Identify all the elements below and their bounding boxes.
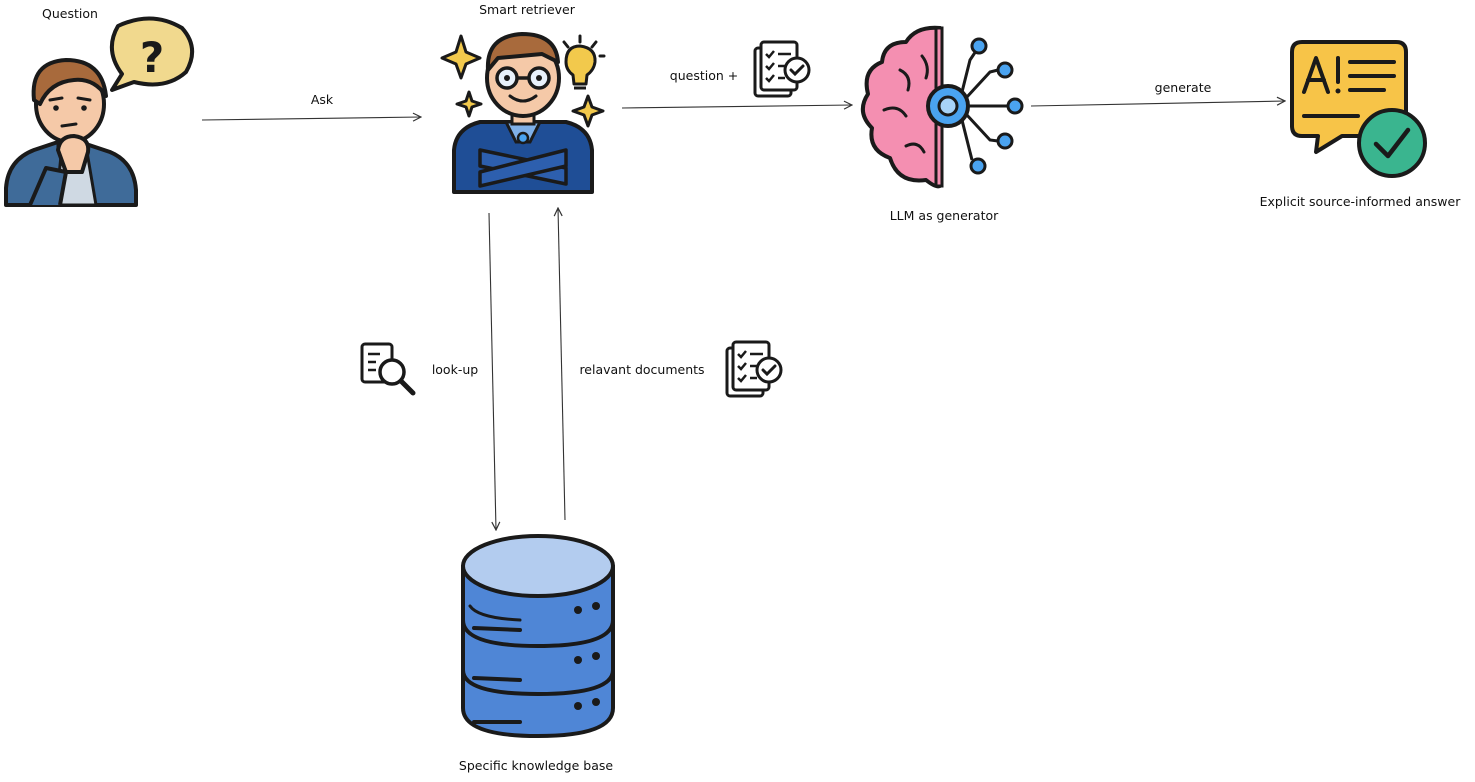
- ai-brain-icon: [860, 25, 1024, 189]
- generate-edge-label: generate: [1155, 80, 1212, 95]
- lookup-edge-label: look-up: [432, 362, 478, 377]
- document-checklist-icon: [725, 340, 783, 398]
- ask-edge-label: Ask: [311, 92, 334, 107]
- svg-text:?: ?: [140, 33, 164, 82]
- relevant-docs-edge-label: relavant documents: [579, 362, 704, 377]
- relevant-docs-arrow: [558, 208, 566, 521]
- question-plus-docs-arrow: [621, 105, 852, 108]
- document-checklist-icon: [753, 40, 811, 98]
- smart-retriever-person-icon: [440, 32, 606, 194]
- question-plus-edge-label: question +: [670, 68, 738, 83]
- database-icon: [461, 534, 615, 738]
- llm-label: LLM as generator: [890, 208, 999, 223]
- smart-retriever-label: Smart retriever: [479, 2, 576, 17]
- generate-arrow: [1030, 101, 1285, 107]
- verified-answer-icon: [1290, 40, 1427, 178]
- ask-arrow: [201, 117, 421, 120]
- question-label: Question: [42, 6, 98, 21]
- answer-label: Explicit source-informed answer: [1260, 194, 1462, 209]
- thinking-person-icon: ?: [4, 16, 194, 207]
- lookup-arrow: [488, 212, 496, 530]
- knowledge-base-label: Specific knowledge base: [459, 758, 613, 773]
- document-search-icon: [360, 342, 416, 396]
